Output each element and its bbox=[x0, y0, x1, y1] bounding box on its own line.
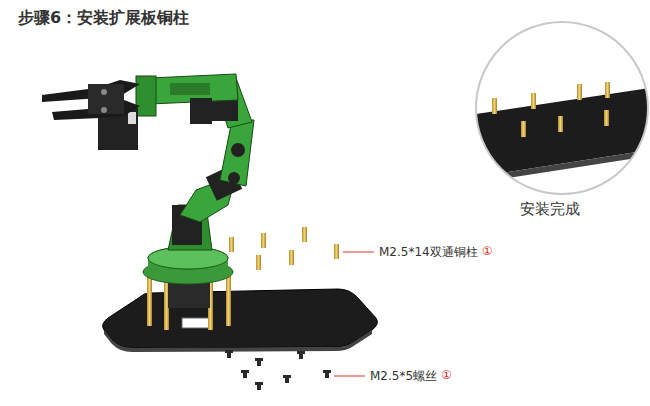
inset-view-part bbox=[492, 98, 497, 114]
inset-view-part bbox=[470, 150, 650, 184]
base-plate-part bbox=[182, 318, 212, 328]
screws-part bbox=[225, 350, 233, 353]
inset-view bbox=[470, 22, 650, 194]
inset-view-part bbox=[604, 110, 609, 126]
screws-part bbox=[241, 370, 249, 373]
leader-lines-part bbox=[343, 252, 374, 253]
screws-part bbox=[283, 375, 291, 378]
robot-arm-part bbox=[170, 83, 210, 95]
leader-lines bbox=[334, 252, 374, 376]
base-plate bbox=[103, 289, 378, 352]
robot-arm-part bbox=[128, 112, 136, 124]
part-name: M2.5*5螺丝 bbox=[370, 368, 437, 385]
copper-standoffs-part bbox=[334, 244, 339, 259]
part-name: M2.5*14双通铜柱 bbox=[379, 244, 478, 261]
step-title: 步骤6：安装扩展板铜柱 bbox=[18, 8, 189, 29]
robot-arm-part bbox=[231, 143, 245, 157]
copper-standoffs-part bbox=[256, 255, 261, 270]
inset-view-part bbox=[577, 84, 582, 100]
copper-standoffs-part bbox=[289, 250, 294, 265]
robot-arm-part bbox=[136, 76, 156, 116]
inset-view-part bbox=[558, 116, 563, 132]
copper-standoffs-part bbox=[302, 227, 307, 242]
screws-part bbox=[255, 358, 263, 361]
base-turntable bbox=[143, 247, 233, 308]
robot-arm-part bbox=[220, 120, 254, 186]
leader-lines-part bbox=[334, 376, 365, 377]
robot-arm-part bbox=[228, 172, 240, 184]
inset-caption: 安装完成 bbox=[520, 200, 580, 219]
gripper-part bbox=[101, 107, 107, 113]
robot-arm-part bbox=[190, 98, 212, 124]
copper-standoffs-part bbox=[229, 237, 234, 252]
inset-view-part bbox=[521, 121, 526, 137]
screws-part bbox=[255, 382, 263, 385]
screws bbox=[225, 350, 331, 390]
inset-view-part bbox=[531, 93, 536, 109]
screws-part bbox=[297, 351, 305, 354]
gripper bbox=[42, 80, 140, 120]
inset-view-part bbox=[605, 82, 610, 98]
base-plate-part bbox=[104, 330, 372, 352]
screws-part bbox=[323, 370, 331, 373]
inset-view-part bbox=[476, 22, 648, 194]
copper-standoffs bbox=[229, 227, 339, 270]
callout-number: ① bbox=[441, 368, 452, 382]
copper-standoffs-part bbox=[261, 233, 266, 248]
base-plate-part bbox=[103, 289, 378, 348]
gripper-part bbox=[88, 84, 124, 114]
callout-number: ① bbox=[482, 244, 493, 258]
gripper-part bbox=[101, 89, 107, 95]
